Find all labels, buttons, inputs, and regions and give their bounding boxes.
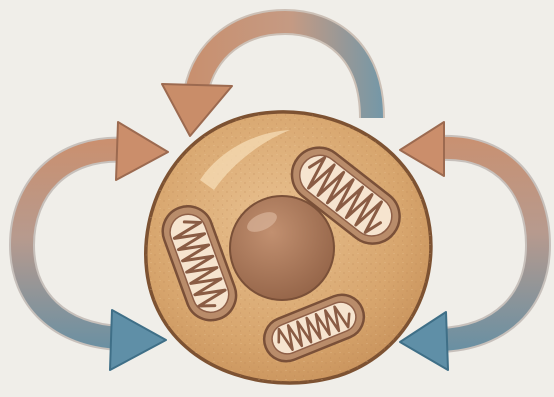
nucleus — [230, 196, 334, 300]
